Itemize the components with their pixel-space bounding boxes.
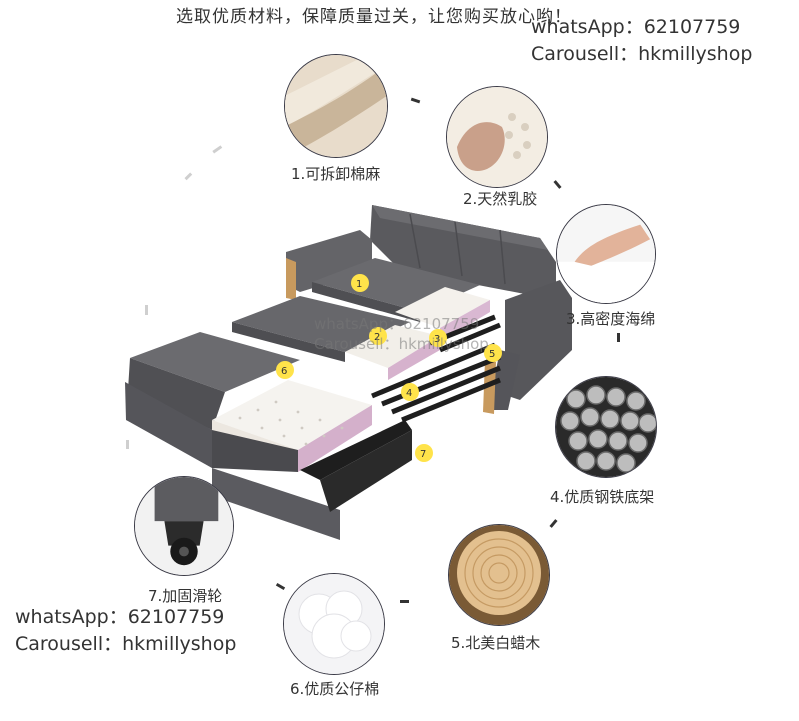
marker-6: 6 [281, 366, 287, 377]
whatsapp-contact: whatsApp：62107759 [15, 606, 225, 628]
sponge-icon [556, 204, 656, 304]
steel-frame-icon [555, 376, 657, 478]
carousell-contact: Carousell：hkmillyshop [15, 633, 237, 655]
carousell-contact: Carousell：hkmillyshop [531, 43, 753, 65]
watermark: whatsApp：62107759 Carousell：hkmillyshop [314, 315, 489, 353]
headline: 选取优质材料，保障质量过关，让您购买放心哟！ [176, 7, 572, 27]
marker-1: 1 [356, 279, 362, 290]
contact-block-bottom: whatsApp：62107759 Carousell：hkmillyshop [15, 604, 236, 658]
ash-wood-icon [448, 524, 550, 626]
feature-label-ash-wood: 5.北美白蜡木 [451, 634, 541, 652]
feature-label-linen: 1.可拆卸棉麻 [291, 165, 381, 183]
marker-4: 4 [406, 388, 412, 399]
feature-label-latex: 2.天然乳胶 [463, 190, 538, 208]
linen-fabric-icon [284, 54, 388, 158]
feature-label-caster: 7.加固滑轮 [148, 587, 223, 605]
marker-7: 7 [420, 449, 426, 460]
feature-markers: 1 2 3 4 5 6 7 [276, 274, 502, 462]
contact-block-top: whatsApp：62107759 Carousell：hkmillyshop [531, 14, 752, 68]
latex-icon [446, 86, 548, 188]
whatsapp-contact: whatsApp：62107759 [531, 16, 741, 38]
decorative-arc [126, 145, 223, 449]
caster-wheel-icon [134, 476, 234, 576]
connector-dash [400, 600, 409, 603]
marker-3: 3 [434, 334, 440, 345]
feature-label-cotton: 6.优质公仔棉 [290, 680, 380, 698]
cotton-icon [283, 573, 385, 675]
feature-label-sponge: 3.高密度海绵 [566, 310, 656, 328]
marker-2: 2 [374, 332, 380, 343]
feature-label-steel: 4.优质钢铁底架 [550, 488, 655, 506]
connector-dash [617, 333, 620, 342]
marker-5: 5 [489, 349, 495, 360]
